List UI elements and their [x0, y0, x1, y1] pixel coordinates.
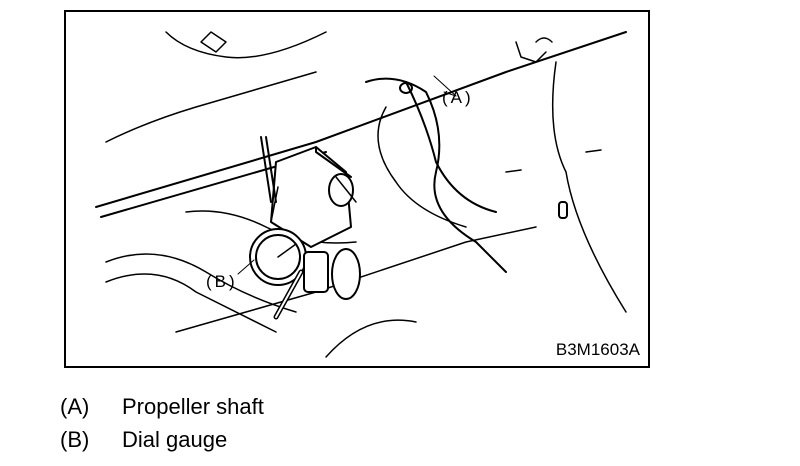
legend-label: Dial gauge — [122, 426, 228, 452]
callout-b: (B) — [206, 272, 238, 291]
illustration-frame: (A) (B) B3M1603A — [64, 10, 650, 368]
legend-item: (A) Propeller shaft — [60, 390, 264, 423]
legend-key: (B) — [60, 426, 90, 452]
legend-key: (A) — [60, 393, 90, 419]
legend-item: (B) Dial gauge — [60, 423, 264, 456]
legend: (A) Propeller shaft (B) Dial gauge — [60, 390, 264, 456]
figure-id: B3M1603A — [555, 340, 640, 359]
legend-label: Propeller shaft — [122, 393, 264, 419]
callout-a: (A) — [442, 88, 474, 107]
propeller-shaft-dial-gauge-drawing — [95, 31, 627, 358]
